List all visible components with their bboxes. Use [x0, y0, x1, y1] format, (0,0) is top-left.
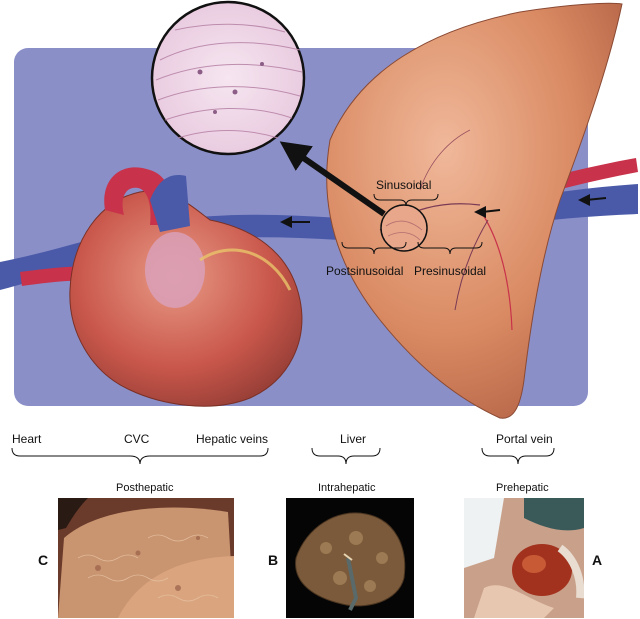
hepatic-veins-label: Hepatic veins — [196, 432, 269, 446]
postsinusoidal-label: Postsinusoidal — [326, 264, 404, 278]
region-brackets — [11, 447, 555, 465]
intrahepatic-caption: Intrahepatic — [318, 482, 376, 494]
panel-letter-c: C — [38, 552, 49, 568]
liver-label-brackets — [341, 193, 483, 255]
presinusoidal-label: Presinusoidal — [414, 264, 487, 278]
hepatic-circulation-illustration — [0, 0, 638, 419]
heart-label: Heart — [12, 432, 42, 446]
portal-vein-label: Portal vein — [496, 432, 553, 446]
panel-letter-a: A — [592, 552, 603, 568]
prehepatic-photo — [464, 498, 584, 618]
sinusoidal-label: Sinusoidal — [376, 178, 432, 192]
liver — [326, 2, 623, 419]
posthepatic-photo — [58, 498, 234, 618]
posthepatic-caption: Posthepatic — [116, 482, 174, 494]
prehepatic-caption: Prehepatic — [496, 482, 549, 494]
cvc-label: CVC — [124, 432, 150, 446]
magnified-sinusoid-view — [150, 0, 306, 156]
liver-label: Liver — [340, 432, 367, 446]
liver-detail-circle — [380, 204, 428, 252]
magnify-arrow — [279, 141, 386, 217]
cvc-vessel — [0, 214, 340, 290]
flow-arrows — [280, 194, 607, 228]
intrahepatic-photo — [286, 498, 414, 618]
panel-letter-b: B — [268, 552, 279, 568]
